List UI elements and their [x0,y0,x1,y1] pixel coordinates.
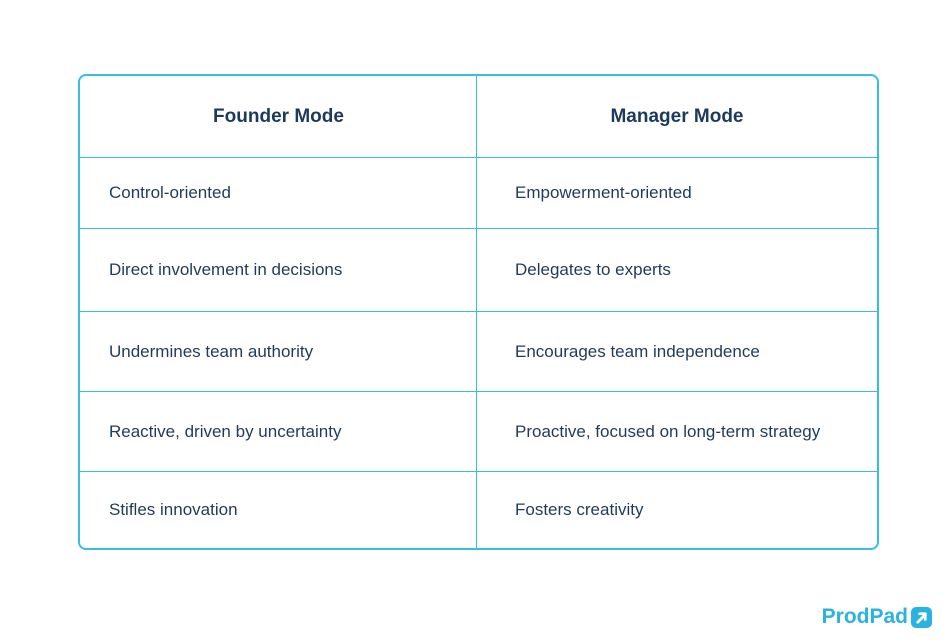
manager-cell: Delegates to experts [515,260,671,279]
header-founder-mode: Founder Mode [213,105,344,127]
manager-cell: Encourages team independence [515,341,760,361]
table-row: Undermines team authority Encourages tea… [80,311,877,391]
comparison-table: Founder Mode Manager Mode Control-orient… [78,74,879,550]
column-divider [476,76,477,548]
founder-cell: Stifles innovation [109,500,238,519]
logo-text: ProdPad [821,605,908,628]
header-manager-mode: Manager Mode [610,105,744,127]
table-row: Direct involvement in decisions Delegate… [80,228,877,311]
table-row: Reactive, driven by uncertainty Proactiv… [80,391,877,471]
founder-cell: Reactive, driven by uncertainty [109,421,342,441]
table-row: Control-oriented Empowerment-oriented [80,157,877,228]
manager-cell: Empowerment-oriented [515,183,692,202]
arrow-up-right-icon [911,606,932,628]
table-header-row: Founder Mode Manager Mode [80,76,877,157]
table-row: Stifles innovation Fosters creativity [80,471,877,548]
founder-cell: Undermines team authority [109,341,314,361]
prodpad-logo: ProdPad [822,605,932,629]
founder-cell: Direct involvement in decisions [109,260,343,279]
manager-cell: Fosters creativity [515,500,644,519]
founder-cell: Control-oriented [109,183,231,202]
manager-cell: Proactive, focused on long-term strategy [515,421,821,441]
